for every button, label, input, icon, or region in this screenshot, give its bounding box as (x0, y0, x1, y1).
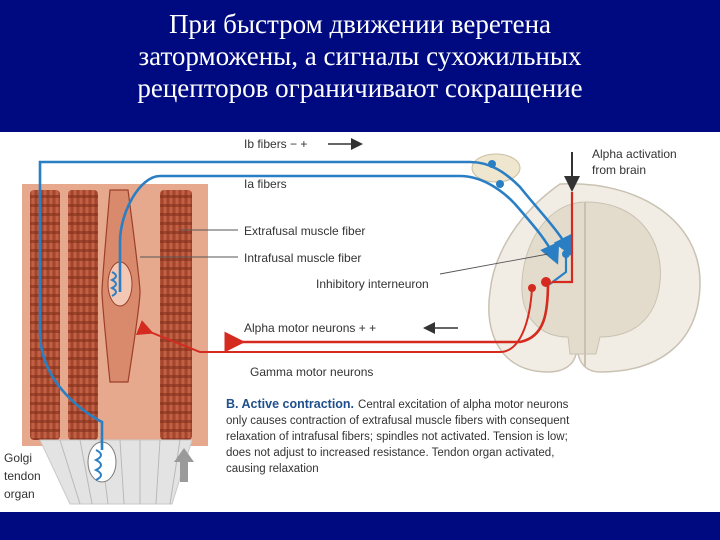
muscle (22, 184, 208, 446)
caption-text-1: Central excitation of alpha motor neuron… (358, 399, 569, 411)
golgi-label-2: tendon (4, 469, 41, 483)
interneuron-label: Inhibitory interneuron (316, 277, 429, 291)
ia-fibers-label: Ia fibers (244, 177, 287, 191)
ia-cell-body (496, 180, 504, 188)
caption-lead: B. Active contraction. (226, 397, 354, 411)
ib-cell-body (488, 160, 496, 168)
extrafusal-label: Extrafusal muscle fiber (244, 224, 365, 238)
extrafusal-fiber (68, 190, 98, 440)
gamma-motor-label: Gamma motor neurons (250, 365, 373, 379)
diagram-panel: Ib fibers − + Ia fibers Extrafusal muscl… (0, 132, 720, 512)
caption-line-1: B. Active contraction. Central excitation… (226, 397, 569, 411)
golgi-label-1: Golgi (4, 451, 32, 465)
caption-line-4: does not adjust to increased resistance.… (226, 447, 554, 459)
golgi-label-3: organ (4, 487, 35, 501)
interneuron-cell-body (562, 250, 570, 258)
alpha-motor-label: Alpha motor neurons + + (244, 321, 376, 335)
interneuron-fiber (549, 254, 568, 285)
caption: B. Active contraction. Central excitation… (226, 397, 570, 475)
slide-title: При быстром движении веретена заторможен… (0, 8, 720, 104)
caption-line-2: only causes contraction of extrafusal mu… (226, 415, 570, 427)
label-pointers (140, 229, 549, 275)
neural-circuit-diagram: Ib fibers − + Ia fibers Extrafusal muscl… (4, 137, 701, 505)
spinal-cord (471, 153, 701, 373)
alpha-activation-label-2: from brain (592, 163, 646, 177)
force-arrow-icon (174, 448, 194, 482)
tendon-body (39, 439, 193, 505)
ib-fibers-label: Ib fibers − + (244, 137, 307, 151)
gamma-motor-cell-body (528, 284, 536, 292)
title-line-3: рецепторов ограничивают сокращение (137, 73, 583, 103)
alpha-motor-cell-body (541, 277, 551, 287)
gamma-motor-fiber (135, 287, 533, 353)
golgi-ending (93, 449, 102, 481)
ib-fiber (38, 160, 573, 450)
ia-ending (109, 271, 117, 297)
caption-line-3: relaxation of intrafusal fibers; spindle… (226, 431, 568, 443)
tendon (39, 439, 193, 505)
bottom-band (0, 512, 720, 540)
title-line-2: заторможены, а сигналы сухожильных (138, 41, 582, 71)
extrafusal-fiber (30, 190, 60, 440)
alpha-motor-fiber (224, 281, 550, 353)
alpha-activation-label-1: Alpha activation (592, 147, 677, 161)
title-line-1: При быстром движении веретена (168, 9, 552, 39)
extrafusal-fiber (160, 190, 192, 440)
descending-motor-path (552, 192, 574, 284)
intrafusal-label: Intrafusal muscle fiber (244, 251, 361, 265)
ia-fiber (118, 174, 560, 292)
caption-line-5: causing relaxation (226, 463, 319, 475)
